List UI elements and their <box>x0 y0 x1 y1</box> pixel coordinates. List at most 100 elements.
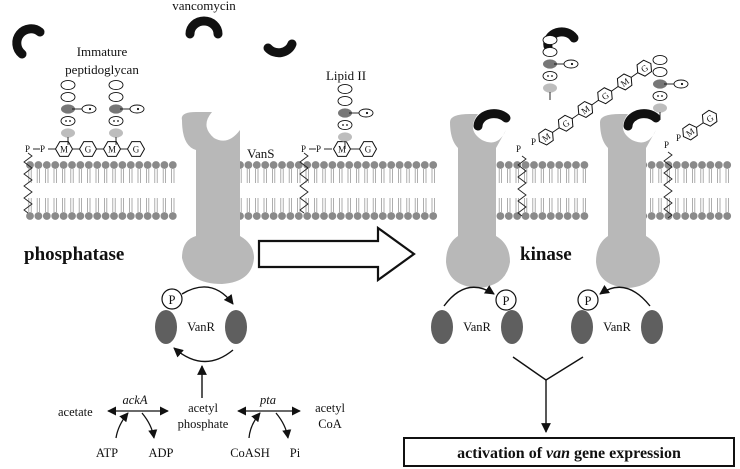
lipid-head <box>101 161 110 169</box>
lipid-head <box>404 161 412 169</box>
lipid-head <box>118 161 127 169</box>
lipid-head <box>126 212 135 220</box>
lipid-head <box>59 161 68 169</box>
lipid-head <box>51 212 60 220</box>
lipid-head <box>34 161 43 169</box>
lipid-head <box>378 212 387 220</box>
lipid-head <box>530 212 538 220</box>
lipid-head <box>135 161 144 169</box>
phospho-label-left: P <box>169 293 176 307</box>
lipid-head <box>672 161 681 169</box>
lipid-head <box>504 212 513 220</box>
lipid-head <box>168 161 177 169</box>
lipid-head <box>110 212 118 220</box>
lipid-head <box>672 212 681 220</box>
lipid-head <box>126 161 135 169</box>
activation-gene: van <box>546 445 570 462</box>
lipid-head <box>656 161 664 169</box>
svg-text:G: G <box>85 145 92 155</box>
lipid-head <box>412 161 421 169</box>
lipid-head <box>496 161 505 169</box>
svg-text:G: G <box>560 117 571 129</box>
lipid-head <box>244 212 253 220</box>
lipid-head <box>563 161 572 169</box>
svg-text:G: G <box>704 112 715 124</box>
atp-label: ATP <box>96 446 118 460</box>
lipid-head <box>76 161 85 169</box>
lipid-head <box>320 161 328 169</box>
lipid-head <box>370 161 379 169</box>
svg-text:P: P <box>516 144 521 154</box>
vanr-cycle-left: VanR P <box>155 286 247 398</box>
phospho-circle-left <box>161 288 183 310</box>
lipid-head <box>530 161 538 169</box>
lipid-head <box>135 212 144 220</box>
vancomycin-label: vancomycin <box>172 0 236 13</box>
vancomycin-left <box>12 24 45 59</box>
lipid-head <box>698 212 706 220</box>
lipid-head <box>336 161 345 169</box>
svg-text:M: M <box>60 145 68 155</box>
lipid-head <box>698 161 706 169</box>
lipid-head <box>76 212 85 220</box>
lipid-head <box>689 161 698 169</box>
lipid-head <box>336 212 345 220</box>
lipid-head <box>294 212 303 220</box>
svg-text:M: M <box>338 145 346 155</box>
lipid-head <box>252 161 261 169</box>
svg-text:G: G <box>133 145 140 155</box>
lipid-head <box>647 212 656 220</box>
lipid-head <box>278 161 286 169</box>
lipid-head <box>555 212 564 220</box>
phosphatase-label: phosphatase <box>24 244 124 265</box>
lipid-head <box>387 212 396 220</box>
lipid-head <box>504 161 513 169</box>
svg-text:P: P <box>676 133 681 143</box>
coash-label: CoASH <box>230 446 270 460</box>
lipid-head <box>714 212 723 220</box>
lipid-head <box>311 161 320 169</box>
vanr-label-right1: VanR <box>463 320 491 334</box>
transition-arrow <box>257 225 416 283</box>
vanr-left-b <box>225 310 247 344</box>
lipid-head <box>118 212 127 220</box>
vancomycin-molecules: vancomycin <box>12 0 297 59</box>
lipid-head <box>521 161 530 169</box>
lipid-head <box>26 212 34 220</box>
lipid-head <box>160 161 169 169</box>
lipid-head <box>168 212 177 220</box>
lipid-head <box>513 212 522 220</box>
pi-label: Pi <box>290 446 301 460</box>
acetyl-phosphate-metabolism: acetate ackA ATP ADP acetyl phosphate pt… <box>58 393 345 460</box>
lipid-head <box>656 212 664 220</box>
pta-label: pta <box>259 393 276 407</box>
activation-box <box>403 437 735 467</box>
lipid-head <box>572 161 580 169</box>
lipid-head <box>353 212 362 220</box>
activation-text: activation of van gene expression <box>457 445 681 462</box>
lipid-head <box>546 212 555 220</box>
kinase-label: kinase <box>520 244 572 265</box>
lipid-head <box>496 212 505 220</box>
lipid-head <box>311 212 320 220</box>
immature-pg-label-line1: Immature <box>77 44 128 59</box>
lipid-head <box>26 161 34 169</box>
lipid-head <box>706 161 715 169</box>
acetyl-phosphate-line2: phosphate <box>178 417 229 431</box>
lipid-head <box>320 212 328 220</box>
lipid-head <box>706 212 715 220</box>
lipid-head <box>328 212 337 220</box>
lipid-head <box>42 212 51 220</box>
svg-text:P: P <box>301 144 306 154</box>
lipid-head <box>345 212 354 220</box>
adp-label: ADP <box>148 446 173 460</box>
lipid-head <box>244 161 253 169</box>
lipid-head <box>420 161 429 169</box>
lipid-head <box>59 212 68 220</box>
lipid-head <box>689 212 698 220</box>
lipid-head <box>580 212 589 220</box>
